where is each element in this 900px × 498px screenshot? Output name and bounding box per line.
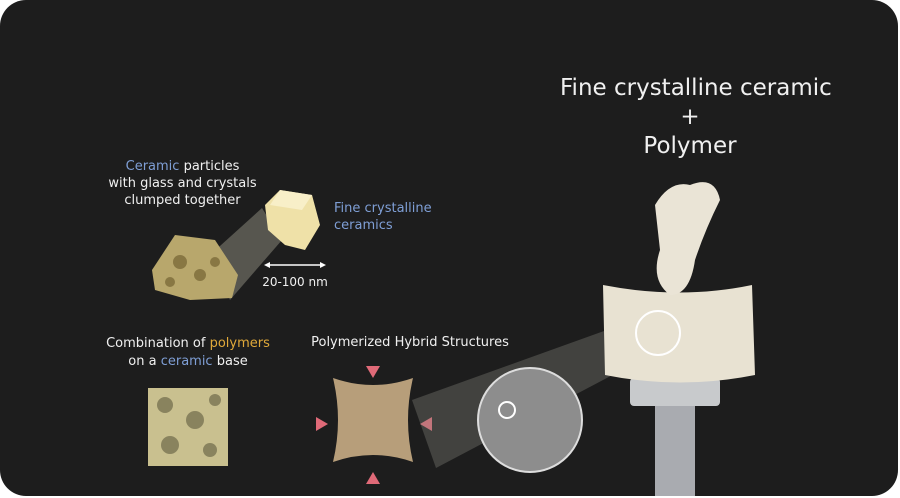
combination-pre: Combination of [106,336,210,351]
fine-line2: ceramics [334,218,393,233]
combination-line2-post: base [212,354,248,369]
implant-post [655,400,695,496]
ceramic-word: Ceramic [125,159,180,174]
crown [655,182,720,295]
title-plus: + [680,104,700,130]
particles-line2: with glass and crystals [108,176,257,191]
ceramic-base-word: ceramic [160,354,213,369]
combination-caption: Combination of polymers on a ceramic bas… [98,335,278,371]
hybrid-caption: Polymerized Hybrid Structures [311,335,509,350]
pressure-arrows [316,366,432,484]
hybrid-structure [333,378,413,462]
polymers-word: polymers [209,336,270,351]
scale-label: 20-100 nm [262,275,328,289]
fine-line1: Fine crystalline [334,201,432,216]
title-line2: Polymer [643,133,737,159]
main-title: Fine crystalline ceramic + Polymer [560,74,832,161]
particles-word: particles [179,159,240,174]
particles-line3: clumped together [124,193,241,208]
combination-line2-pre: on a [128,354,161,369]
fine-ceramics-caption: Fine crystalline ceramics [334,200,432,234]
particles-caption: Ceramic particles with glass and crystal… [95,158,270,209]
title-line1: Fine crystalline ceramic [560,75,832,101]
magnified-view [477,367,583,473]
